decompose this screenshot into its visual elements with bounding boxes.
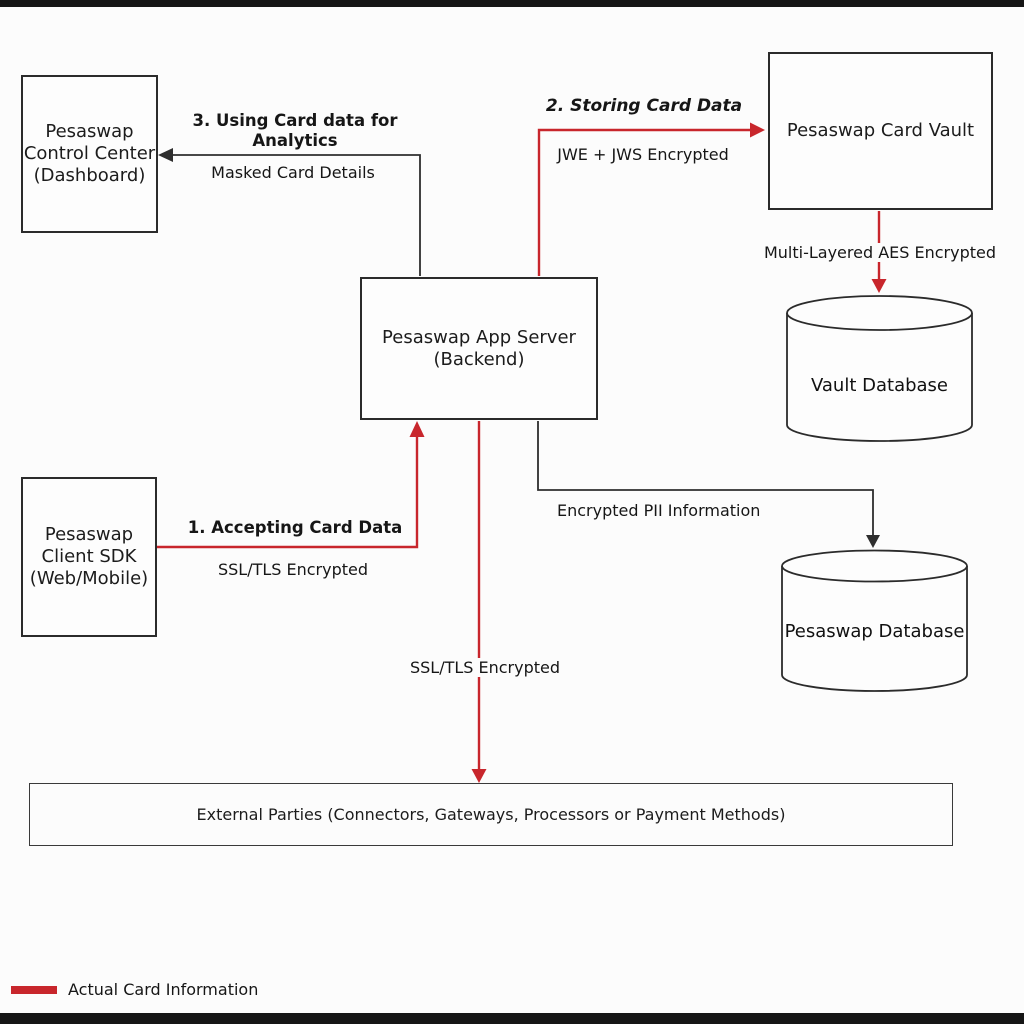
node-app-server: Pesaswap App Server (Backend) bbox=[360, 277, 598, 420]
node-control-center: Pesaswap Control Center (Dashboard) bbox=[21, 75, 158, 233]
node-card-vault: Pesaswap Card Vault bbox=[768, 52, 993, 210]
top-frame-bar bbox=[0, 0, 1024, 7]
cylinder-icon bbox=[781, 549, 968, 692]
legend-label: Actual Card Information bbox=[68, 980, 259, 999]
external-ssl-edge-label: SSL/TLS Encrypted bbox=[404, 658, 566, 677]
node-client-sdk: Pesaswap Client SDK (Web/Mobile) bbox=[21, 477, 157, 637]
pii-edge-label: Encrypted PII Information bbox=[557, 501, 761, 520]
bottom-frame-bar bbox=[0, 1013, 1024, 1024]
pii-arrowhead-icon bbox=[866, 535, 880, 548]
node-pesaswap-database: Pesaswap Database bbox=[780, 549, 969, 695]
accepting-edge-title: 1. Accepting Card Data bbox=[187, 518, 403, 537]
storing-edge-subtitle: JWE + JWS Encrypted bbox=[557, 145, 729, 164]
analytics-arrowhead-icon bbox=[158, 148, 173, 162]
accepting-edge-subtitle: SSL/TLS Encrypted bbox=[217, 560, 369, 579]
client-sdk-label: Pesaswap bbox=[44, 524, 134, 546]
analytics-edge-subtitle: Masked Card Details bbox=[211, 163, 375, 182]
app-server-label: Pesaswap App Server bbox=[382, 326, 576, 348]
node-vault-database: Vault Database bbox=[785, 294, 974, 446]
vault-database-label: Vault Database bbox=[810, 375, 949, 396]
storing-arrowhead-icon bbox=[750, 122, 765, 138]
storing-edge-title: 2. Storing Card Data bbox=[545, 96, 743, 116]
pesaswap-database-label: Pesaswap Database bbox=[784, 621, 965, 642]
card-vault-label: Pesaswap Card Vault bbox=[786, 120, 975, 142]
vault-storage-arrowhead-icon bbox=[871, 279, 887, 293]
vault-storage-edge-label: Multi-Layered AES Encrypted bbox=[758, 243, 1002, 262]
node-external-parties: External Parties (Connectors, Gateways, … bbox=[29, 783, 953, 846]
cylinder-icon bbox=[786, 295, 973, 442]
legend-red-line-icon bbox=[11, 986, 57, 994]
analytics-edge-title: 3. Using Card data for Analytics bbox=[192, 111, 398, 150]
control-center-label: Pesaswap bbox=[45, 121, 134, 143]
external-parties-label: External Parties (Connectors, Gateways, … bbox=[196, 805, 786, 824]
external-ssl-arrowhead-icon bbox=[471, 769, 487, 783]
accepting-arrowhead-icon bbox=[409, 421, 425, 437]
